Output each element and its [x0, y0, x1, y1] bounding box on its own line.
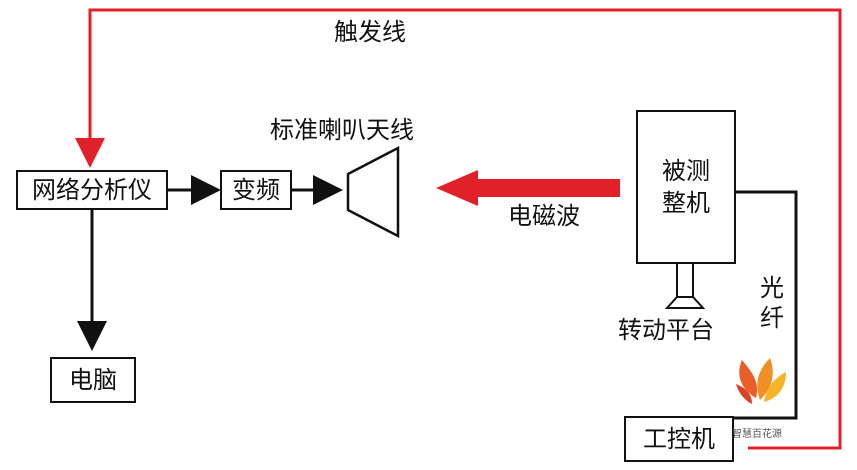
- turntable-base: [664, 296, 706, 309]
- turntable-stem: [676, 262, 694, 298]
- watermark-logo-icon: [736, 358, 786, 404]
- trigger-line-label: 触发线: [334, 18, 406, 46]
- em-wave-label: 电磁波: [508, 202, 580, 230]
- network-analyzer-box: 网络分析仪: [16, 170, 168, 210]
- trigger-line: [75, 8, 842, 450]
- freq-converter-box: 变频: [220, 170, 292, 210]
- dut-label-line1: 被测: [662, 157, 710, 185]
- em-wave-arrow: [436, 170, 620, 206]
- fiber-label: 光 纤: [760, 276, 784, 330]
- dut-label: 被测 整机: [662, 159, 710, 215]
- ipc-box: 工控机: [624, 416, 734, 462]
- fiber-line: [732, 190, 798, 420]
- horn-antenna-label: 标准喇叭天线: [270, 116, 414, 144]
- computer-box: 电脑: [50, 357, 136, 403]
- dut-label-line2: 整机: [662, 189, 710, 217]
- turntable-label: 转动平台: [618, 316, 714, 344]
- dut-box: 被测 整机: [636, 110, 736, 264]
- watermark-text: 智慧百花源: [732, 429, 782, 440]
- fiber-label-char2: 纤: [760, 304, 784, 332]
- fiber-label-char1: 光: [760, 274, 784, 302]
- horn-antenna-icon: [346, 145, 400, 239]
